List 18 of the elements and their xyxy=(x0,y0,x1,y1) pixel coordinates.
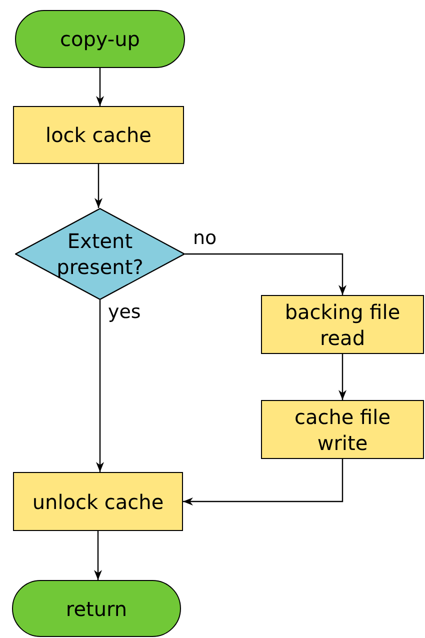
arrow xyxy=(96,68,104,106)
arrow xyxy=(94,164,102,208)
arrow xyxy=(96,300,104,472)
node-label: backing file read xyxy=(284,298,402,350)
arrow xyxy=(185,253,346,295)
node-label: cache file write xyxy=(293,404,392,456)
process-box xyxy=(261,400,424,459)
arrow xyxy=(183,459,344,506)
arrow xyxy=(94,531,102,580)
arrow xyxy=(338,354,346,400)
process-box xyxy=(261,295,424,354)
process-box xyxy=(13,106,184,164)
node-label: return xyxy=(66,596,128,622)
node-label: lock cache xyxy=(46,122,152,148)
node-label: Extent present? xyxy=(56,228,144,280)
node-label: copy-up xyxy=(60,26,140,52)
node-label: unlock cache xyxy=(32,488,164,514)
process-box xyxy=(13,472,183,531)
